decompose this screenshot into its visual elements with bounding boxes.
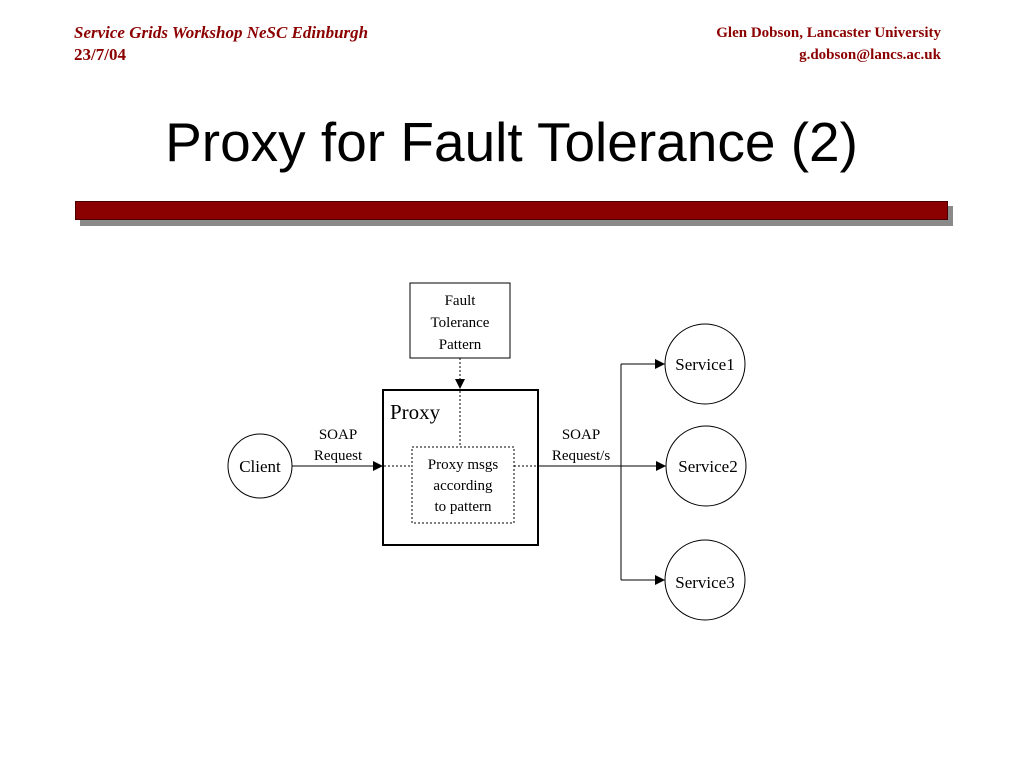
requests-label-2: Request/s	[552, 448, 610, 464]
author-name: Glen Dobson, Lancaster University	[716, 25, 941, 41]
author-email: g.dobson@lancs.ac.uk	[799, 47, 941, 63]
proxy-label: Proxy	[390, 400, 441, 424]
service3-node	[664, 539, 746, 621]
request-label-1: SOAP	[319, 427, 357, 443]
request-label-2: Request	[314, 448, 363, 464]
pattern-line-2: Tolerance	[431, 315, 490, 331]
header-left: Service Grids Workshop NeSC Edinburgh 23…	[74, 22, 368, 66]
service3-label: Service3	[675, 573, 734, 592]
slide-date: 23/7/04	[74, 45, 126, 64]
header-right: Glen Dobson, Lancaster University g.dobs…	[716, 22, 941, 66]
proxy-inner-line-3: to pattern	[434, 499, 492, 515]
proxy-inner-line-2: according	[433, 478, 493, 494]
workshop-name: Service Grids Workshop NeSC Edinburgh	[74, 23, 369, 42]
proxy-inner-line-1: Proxy msgs	[428, 457, 499, 473]
title-rule	[75, 201, 948, 220]
pattern-box	[409, 282, 511, 359]
pattern-line-1: Fault	[445, 293, 477, 309]
service2-label: Service2	[678, 457, 737, 476]
client-label: Client	[239, 457, 281, 476]
service2-node	[665, 425, 747, 507]
slide-title: Proxy for Fault Tolerance (2)	[165, 111, 858, 173]
requests-label-1: SOAP	[562, 427, 600, 443]
service1-label: Service1	[675, 355, 734, 374]
service1-node	[664, 323, 746, 405]
proxy-inner-box	[411, 446, 515, 524]
pattern-line-3: Pattern	[439, 337, 482, 353]
